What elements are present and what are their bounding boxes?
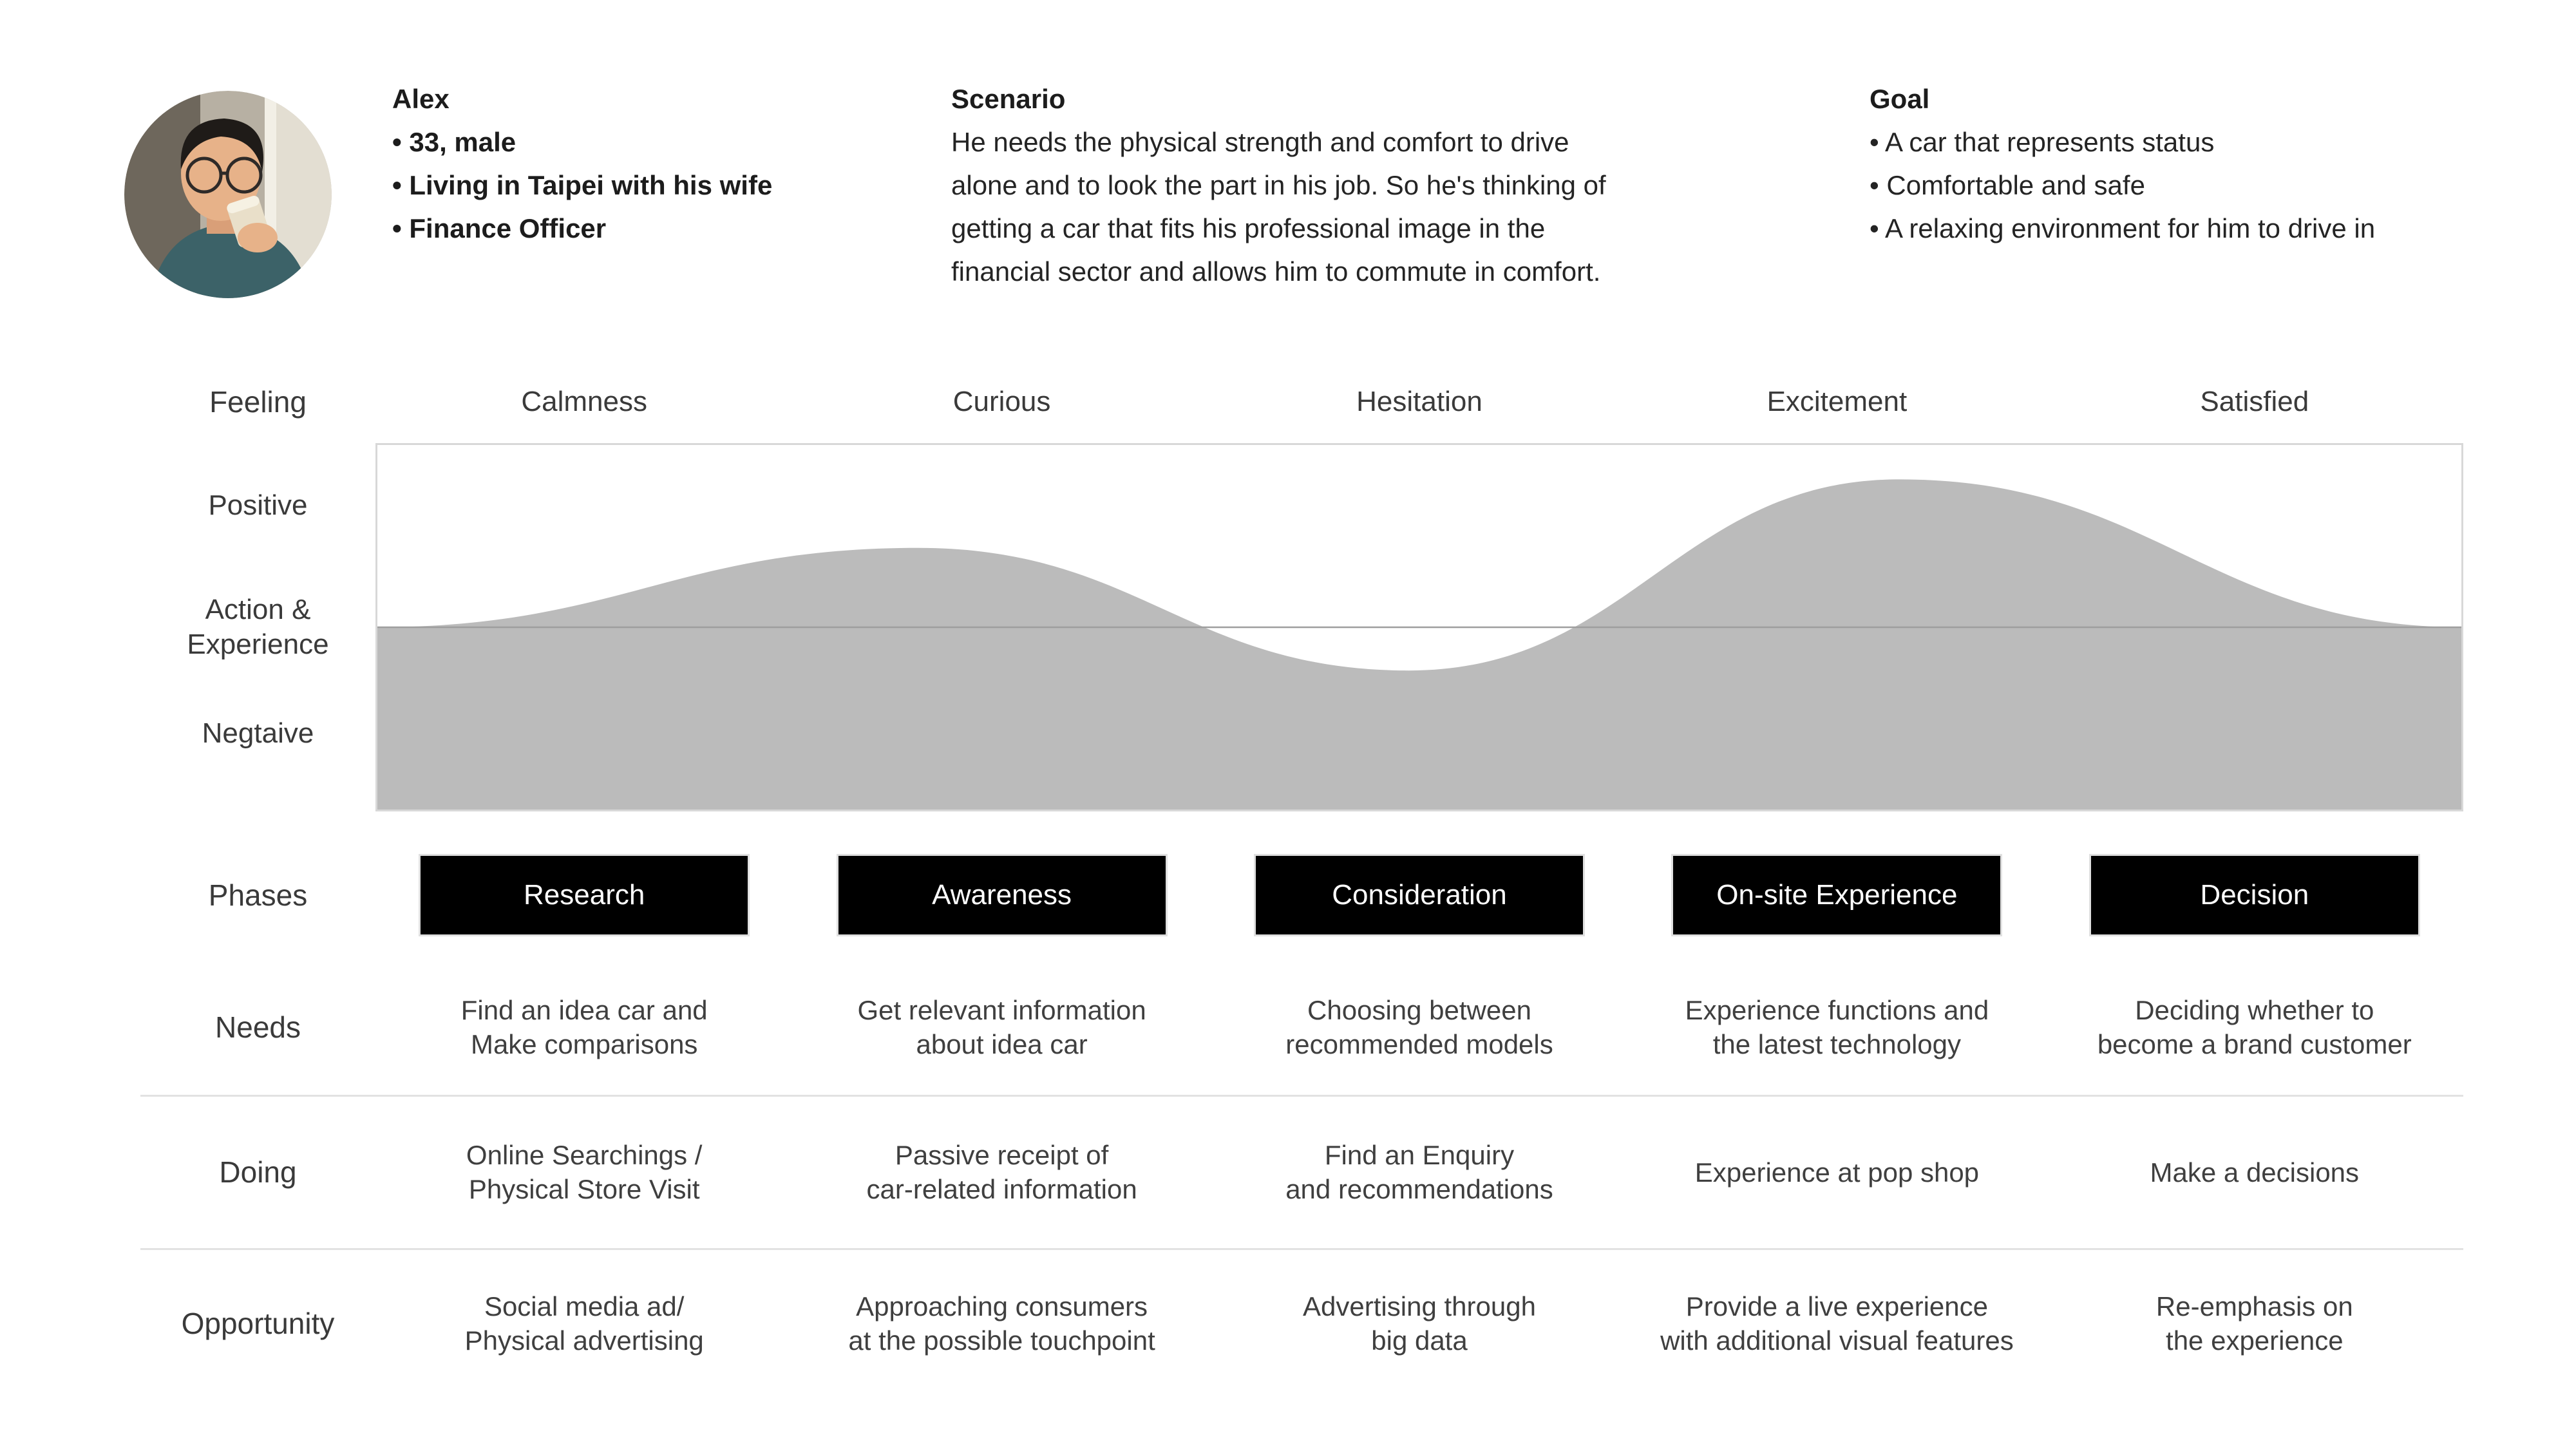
persona-card: Alex • 33, male • Living in Taipei with … <box>392 77 772 250</box>
persona-name: Alex <box>392 84 450 114</box>
phase-awareness: Awareness <box>836 854 1168 936</box>
row-label-opportunity: Opportunity <box>181 1307 335 1340</box>
axis-label-positive: Positive <box>208 489 308 521</box>
needs-cell-consideration: Choosing between recommended models <box>1285 995 1553 1059</box>
needs-cell-onsite: Experience functions and the latest tech… <box>1685 995 1989 1059</box>
goal-bullet-status: • A car that represents status <box>1870 127 2215 157</box>
scenario-title: Scenario <box>951 84 1066 114</box>
opportunity-row: Opportunity Social media ad/ Physical ad… <box>140 1249 2463 1397</box>
feeling-excitement: Excitement <box>1766 386 1908 417</box>
feeling-curve-area <box>375 479 2463 811</box>
goal-section: Goal • A car that represents status • Co… <box>1870 77 2576 250</box>
persona-bullet-job: • Finance Officer <box>392 213 607 243</box>
avatar-image <box>124 91 332 298</box>
chart-border <box>375 443 2463 811</box>
goal-bullet-relaxing: • A relaxing environment for him to driv… <box>1870 213 2376 243</box>
needs-row: Needs Find an idea car and Make comparis… <box>140 960 2463 1097</box>
row-label-doing: Doing <box>219 1155 297 1189</box>
doing-cell-consideration: Find an Enquiry and recommendations <box>1285 1140 1553 1204</box>
phase-consideration: Consideration <box>1253 854 1585 936</box>
phase-decision: Decision <box>2088 854 2420 936</box>
axis-label-negative: Negtaive <box>202 717 314 749</box>
goal-bullet-comfort: • Comfortable and safe <box>1870 170 2145 200</box>
doing-cell-decision: Make a decisions <box>2150 1157 2360 1188</box>
scenario-section: Scenario He needs the physical strength … <box>951 77 1853 293</box>
feeling-curious: Curious <box>952 386 1051 417</box>
opportunity-cell-consideration: Advertising through big data <box>1303 1291 1536 1356</box>
goal-title: Goal <box>1870 84 1930 114</box>
persona-bullet-living: • Living in Taipei with his wife <box>392 170 773 200</box>
opportunity-cell-research: Social media ad/ Physical advertising <box>464 1291 704 1356</box>
phase-research: Research <box>419 854 750 936</box>
doing-cell-awareness: Passive receipt of car-related informati… <box>866 1140 1137 1204</box>
row-label-phases: Phases <box>208 878 308 912</box>
phases-row: Phases Research Awareness Consideration … <box>140 854 2463 936</box>
feeling-curve-svg <box>375 443 2463 811</box>
row-label-needs: Needs <box>215 1010 301 1044</box>
doing-cell-research: Online Searchings / Physical Store Visit <box>466 1140 703 1204</box>
phase-onsite-experience: On-site Experience <box>1671 854 2003 936</box>
row-label-feeling: Feeling <box>209 385 307 419</box>
feeling-satisfied: Satisfied <box>2200 386 2309 417</box>
needs-cell-decision: Deciding whether to become a brand custo… <box>2097 995 2412 1059</box>
needs-cell-research: Find an idea car and Make comparisons <box>460 995 708 1059</box>
persona-bullet-age: • 33, male <box>392 127 516 157</box>
avatar <box>124 91 332 298</box>
feeling-curve-chart <box>375 443 2463 811</box>
opportunity-cell-decision: Re-emphasis on the experience <box>2155 1291 2353 1356</box>
needs-cell-awareness: Get relevant information about idea car <box>857 995 1146 1059</box>
scenario-text: He needs the physical strength and comfo… <box>951 127 1606 287</box>
opportunity-cell-onsite: Provide a live experience with additiona… <box>1660 1291 2014 1356</box>
axis-label-action-experience: Action & Experience <box>187 594 329 660</box>
doing-row: Doing Online Searchings / Physical Store… <box>140 1096 2463 1250</box>
doing-cell-onsite: Experience at pop shop <box>1694 1157 1980 1188</box>
feeling-calmness: Calmness <box>521 386 647 417</box>
feelings-header-row: Feeling Calmness Curious Hesitation Exci… <box>140 384 2463 420</box>
feeling-hesitation: Hesitation <box>1356 386 1482 417</box>
opportunity-cell-awareness: Approaching consumers at the possible to… <box>848 1291 1155 1356</box>
